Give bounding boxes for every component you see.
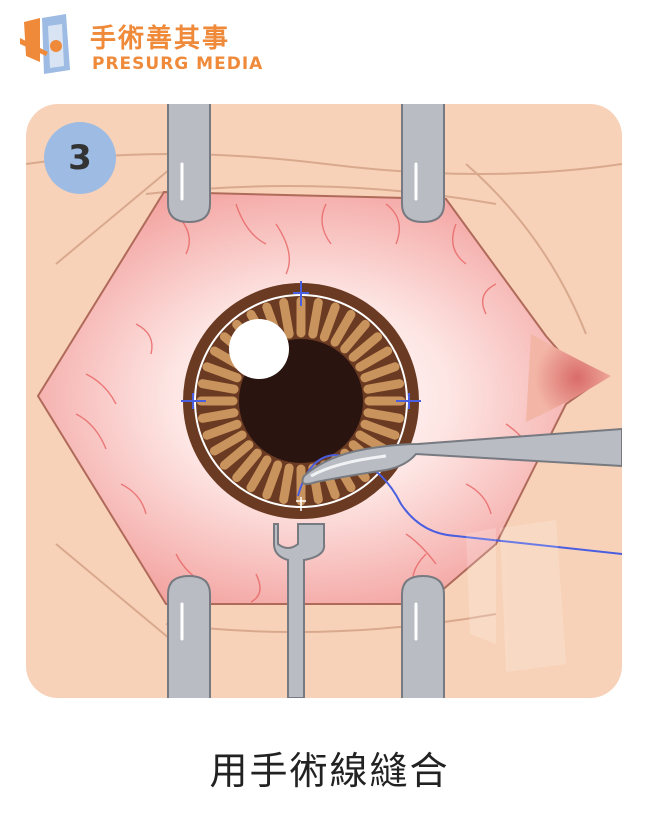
iris-spoke	[209, 430, 247, 456]
retractor-icon	[167, 104, 445, 698]
surgery-scene	[26, 104, 622, 698]
iris-spoke	[279, 298, 294, 339]
iris-spoke	[246, 455, 272, 493]
iris-spoke	[202, 362, 242, 383]
forceps-icon	[301, 427, 622, 485]
step-caption: 用手術線縫合	[209, 749, 450, 793]
iris-spoke	[363, 408, 404, 423]
iris-spoke	[198, 379, 239, 394]
logo-mark-icon	[20, 14, 70, 74]
iris-spoke	[219, 440, 254, 470]
suture-thread-icon	[297, 454, 622, 555]
step-badge: 3	[44, 122, 116, 194]
corneal-highlight	[229, 319, 289, 379]
iris-spoke	[348, 332, 383, 362]
caruncle	[526, 334, 611, 422]
brand-logo: 手術善其事 PRESURG MEDIA	[18, 12, 262, 82]
iris-spoke	[355, 346, 393, 372]
iris-spoke	[330, 309, 356, 347]
brand-name-cn: 手術善其事	[90, 24, 231, 54]
iris-spoke	[340, 319, 370, 354]
iris-spoke	[308, 298, 323, 339]
iris-spoke	[279, 463, 294, 504]
iris-spoke	[202, 419, 242, 440]
speculum-icon	[273, 523, 326, 698]
iris-spoke	[363, 379, 404, 394]
iris-spoke	[360, 419, 400, 440]
watermark-logo-icon	[466, 520, 566, 672]
iris-spoke	[319, 302, 340, 342]
iris-spoke	[262, 460, 283, 500]
iris-spoke	[198, 408, 239, 423]
brand-name-en: PRESURG MEDIA	[92, 54, 264, 74]
iris-spoke	[360, 362, 400, 383]
iris-spoke	[232, 448, 262, 483]
